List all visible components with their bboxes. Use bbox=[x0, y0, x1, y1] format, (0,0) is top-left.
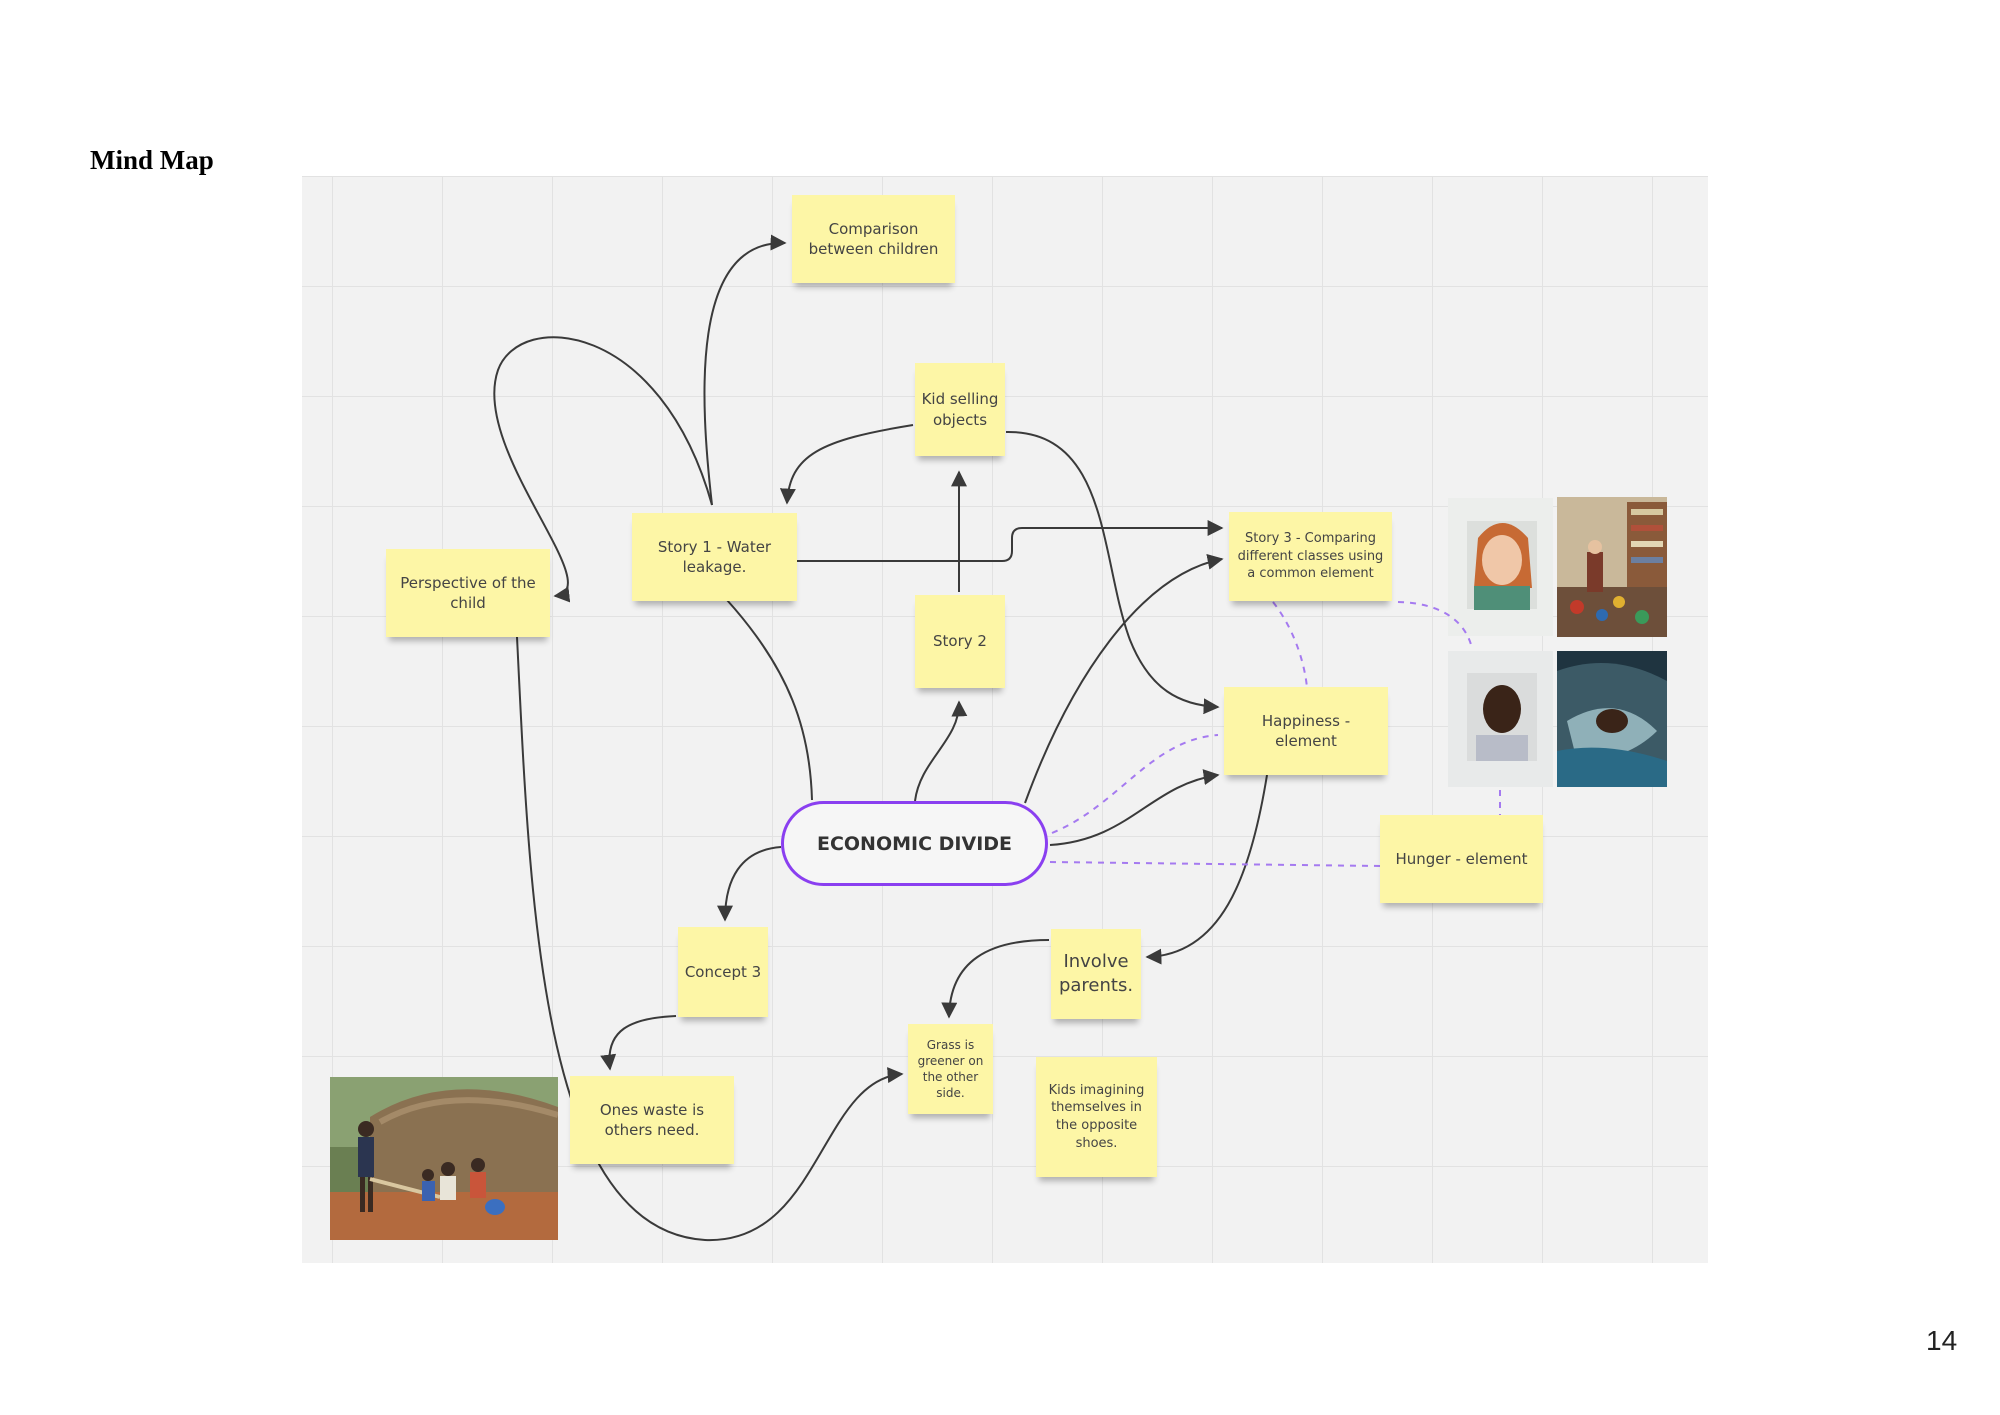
note-grass-is-greener[interactable]: Grass is greener on the other side. bbox=[908, 1024, 993, 1114]
photo-room-toys bbox=[1557, 497, 1667, 637]
note-label: Ones waste is others need. bbox=[599, 1100, 705, 1139]
note-kid-selling-objects[interactable]: Kid selling objects bbox=[915, 363, 1005, 456]
note-label: Story 2 bbox=[933, 632, 987, 651]
hub-label: ECONOMIC DIVIDE bbox=[816, 832, 1013, 855]
photo-sleeping-child bbox=[1557, 651, 1667, 787]
page-title: Mind Map bbox=[90, 145, 214, 175]
note-story3-comparing[interactable]: Story 3 - Comparing different classes us… bbox=[1229, 512, 1392, 601]
note-involve-parents[interactable]: Involve parents. bbox=[1051, 929, 1141, 1019]
photo-village-children bbox=[330, 1077, 558, 1240]
hub-economic-divide[interactable]: ECONOMIC DIVIDE bbox=[781, 801, 1048, 886]
note-kids-imagining[interactable]: Kids imagining themselves in the opposit… bbox=[1036, 1057, 1157, 1177]
note-label: Kids imagining themselves in the opposit… bbox=[1048, 1082, 1145, 1151]
page-number: 14 bbox=[1926, 1325, 1958, 1356]
note-label: Perspective of the child bbox=[400, 573, 536, 612]
note-ones-waste[interactable]: Ones waste is others need. bbox=[570, 1076, 734, 1164]
note-happiness-element[interactable]: Happiness - element bbox=[1224, 687, 1388, 775]
note-label: Concept 3 bbox=[684, 962, 762, 981]
photo-boy-portrait bbox=[1448, 651, 1553, 787]
note-label: Happiness - element bbox=[1261, 711, 1351, 750]
note-hunger-element[interactable]: Hunger - element bbox=[1380, 815, 1543, 903]
photo-girl-portrait bbox=[1448, 498, 1553, 636]
note-concept3[interactable]: Concept 3 bbox=[678, 927, 768, 1017]
note-label: Story 3 - Comparing different classes us… bbox=[1237, 531, 1384, 582]
note-label: Hunger - element bbox=[1395, 849, 1528, 868]
note-label: Grass is greener on the other side. bbox=[917, 1037, 984, 1101]
note-label: Comparison between children bbox=[808, 219, 939, 258]
note-perspective-of-the-child[interactable]: Perspective of the child bbox=[386, 549, 550, 637]
note-label: Story 1 - Water leakage. bbox=[657, 537, 772, 576]
note-label: Involve parents. bbox=[1058, 950, 1134, 996]
note-story1-water-leakage[interactable]: Story 1 - Water leakage. bbox=[632, 513, 797, 601]
note-story2[interactable]: Story 2 bbox=[915, 595, 1005, 688]
note-label: Kid selling objects bbox=[921, 390, 999, 429]
note-comparison-between-children[interactable]: Comparison between children bbox=[792, 195, 955, 283]
